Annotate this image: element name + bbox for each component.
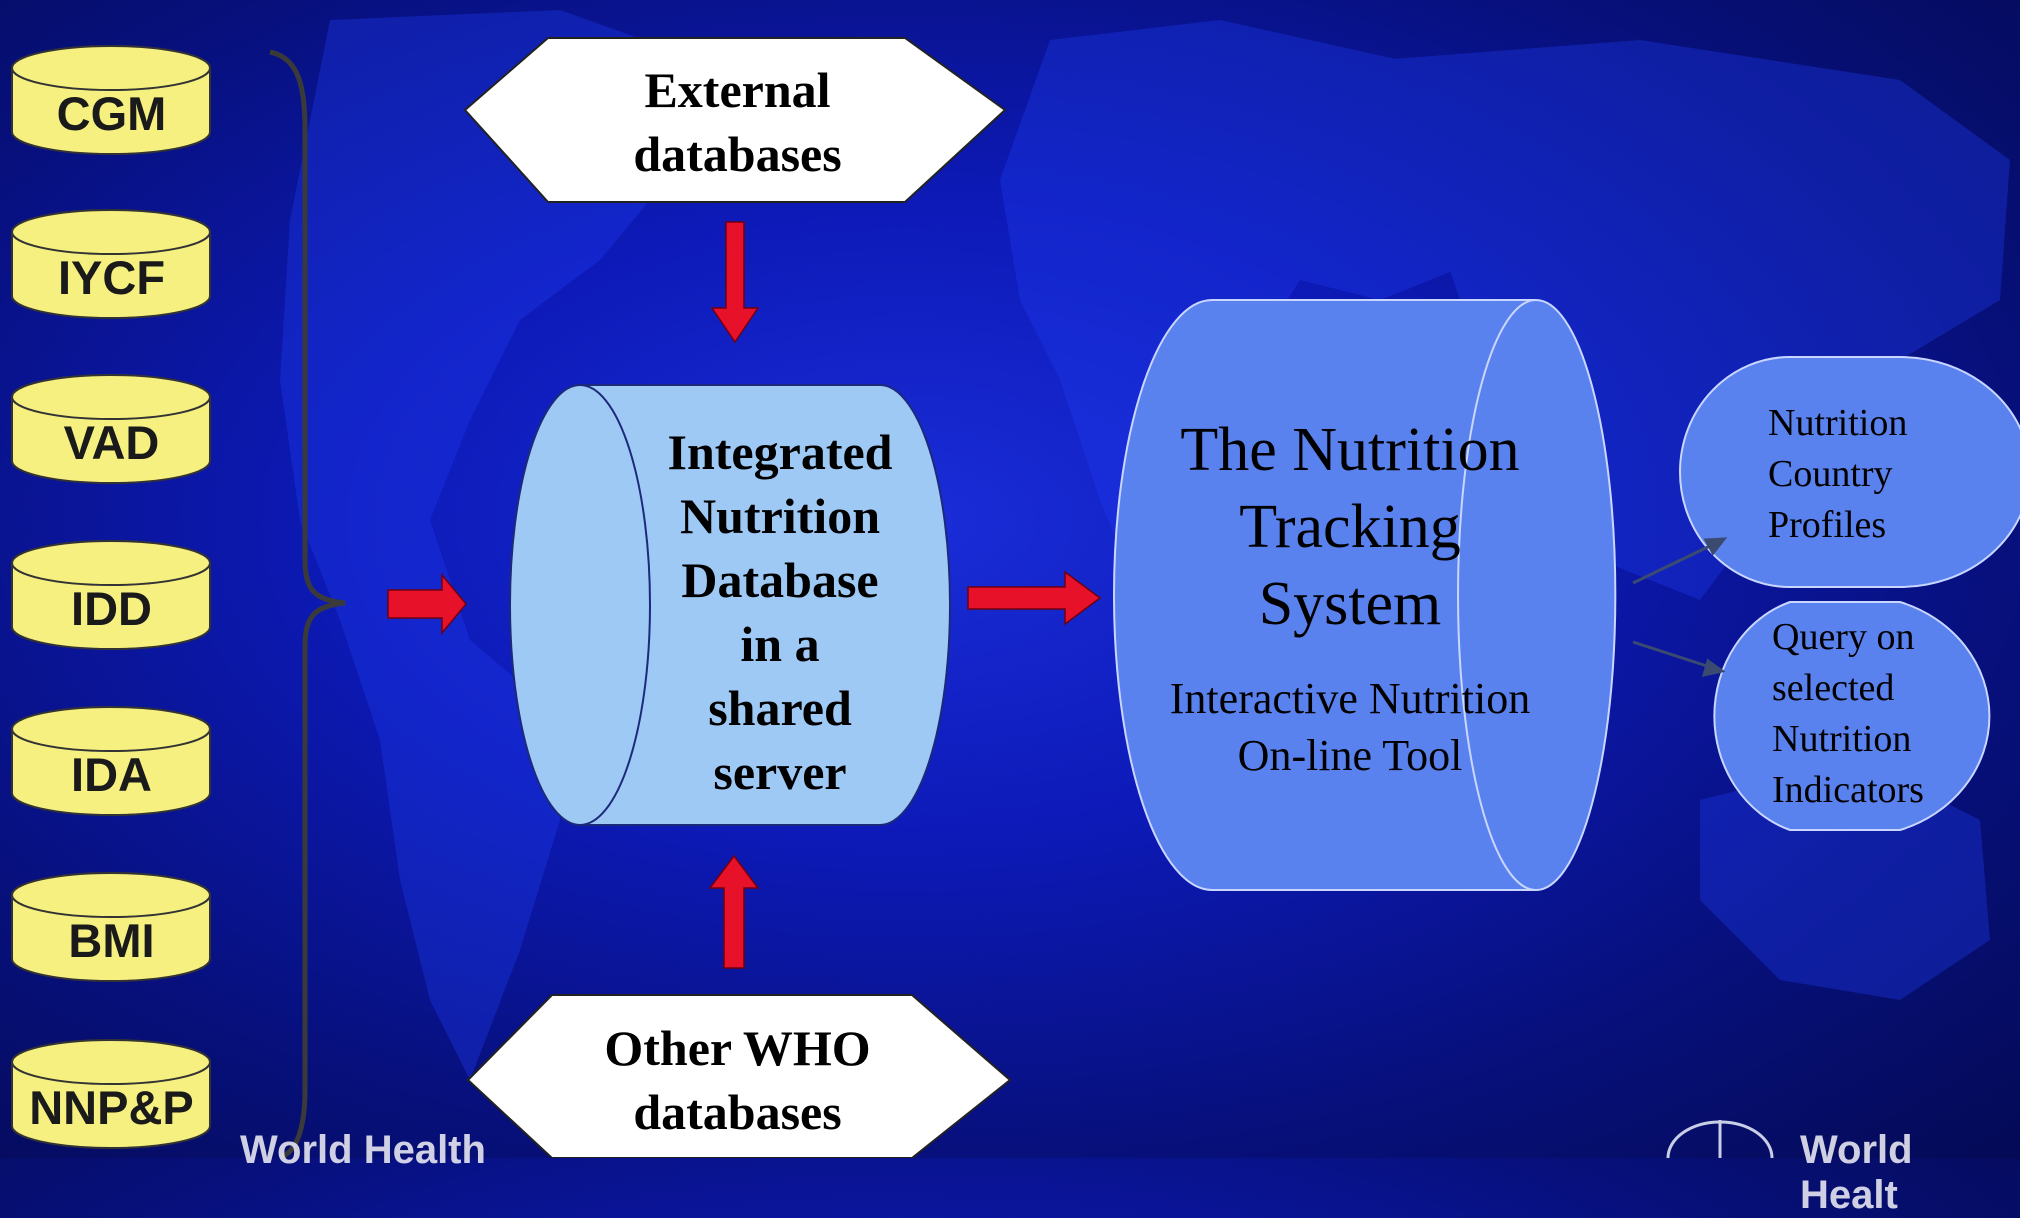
other-who-databases-hexagon [466,994,1012,1158]
db-label: NNP&P [29,1081,194,1134]
external-databases-label: External databases [633,62,842,182]
tracking-system-cylinder [1113,299,1617,891]
arrow-external-to-integrated [710,221,760,344]
other-who-databases-label: Other WHO databases [604,1020,871,1140]
db-label: IDA [71,748,152,801]
db-cylinder-bmi [11,872,211,982]
db-label: IYCF [57,251,166,304]
db-cylinder-vad [11,374,211,484]
db-cylinder-cgm [11,45,211,155]
arrow-integrated-to-tracking [967,570,1102,626]
db-cylinder-idd [11,540,211,650]
db-cylinder-iycf [11,209,211,319]
arrow-other-who-to-integrated [708,854,760,969]
query-indicators-label: Query on selected Nutrition Indicators [1772,616,1924,811]
country-profiles-label: Nutrition Country Profiles [1768,402,1908,546]
external-databases-hexagon [463,37,1007,203]
arrow-to-profiles [1632,543,1713,585]
diagram-graphics [11,10,2020,1158]
footer-org-name-left: World Health [240,1128,486,1172]
who-emblem-icon [1666,1120,1774,1158]
db-cylinder-ida [11,706,211,816]
arrow-to-query-head [1701,658,1726,678]
arrow-to-profiles-head [1703,537,1728,556]
arrow-to-query [1632,640,1711,669]
arrow-sources-to-integrated [387,572,467,636]
grouping-brace [269,49,346,1158]
db-label: CGM [56,87,167,140]
integrated-database-cylinder [509,384,951,826]
diagram-canvas: CGM IYCF VAD IDD IDA BMI NNP&P External databa… [11,10,2020,1217]
source-database-cylinders [11,45,211,1149]
db-label: VAD [63,416,160,469]
footer-org-name-right: World Healt [1800,1128,1913,1217]
db-cylinder-nnpp [11,1039,211,1149]
country-profiles-box [1679,356,2020,588]
tracking-system-subtitle: Interactive Nutrition On-line Tool [1169,674,1531,780]
integrated-database-label: Integrated Nutrition Database in a share… [667,424,893,800]
db-label: BMI [68,914,155,967]
tracking-system-title: The Nutrition Tracking System [1180,416,1520,638]
db-label: IDD [71,582,152,635]
